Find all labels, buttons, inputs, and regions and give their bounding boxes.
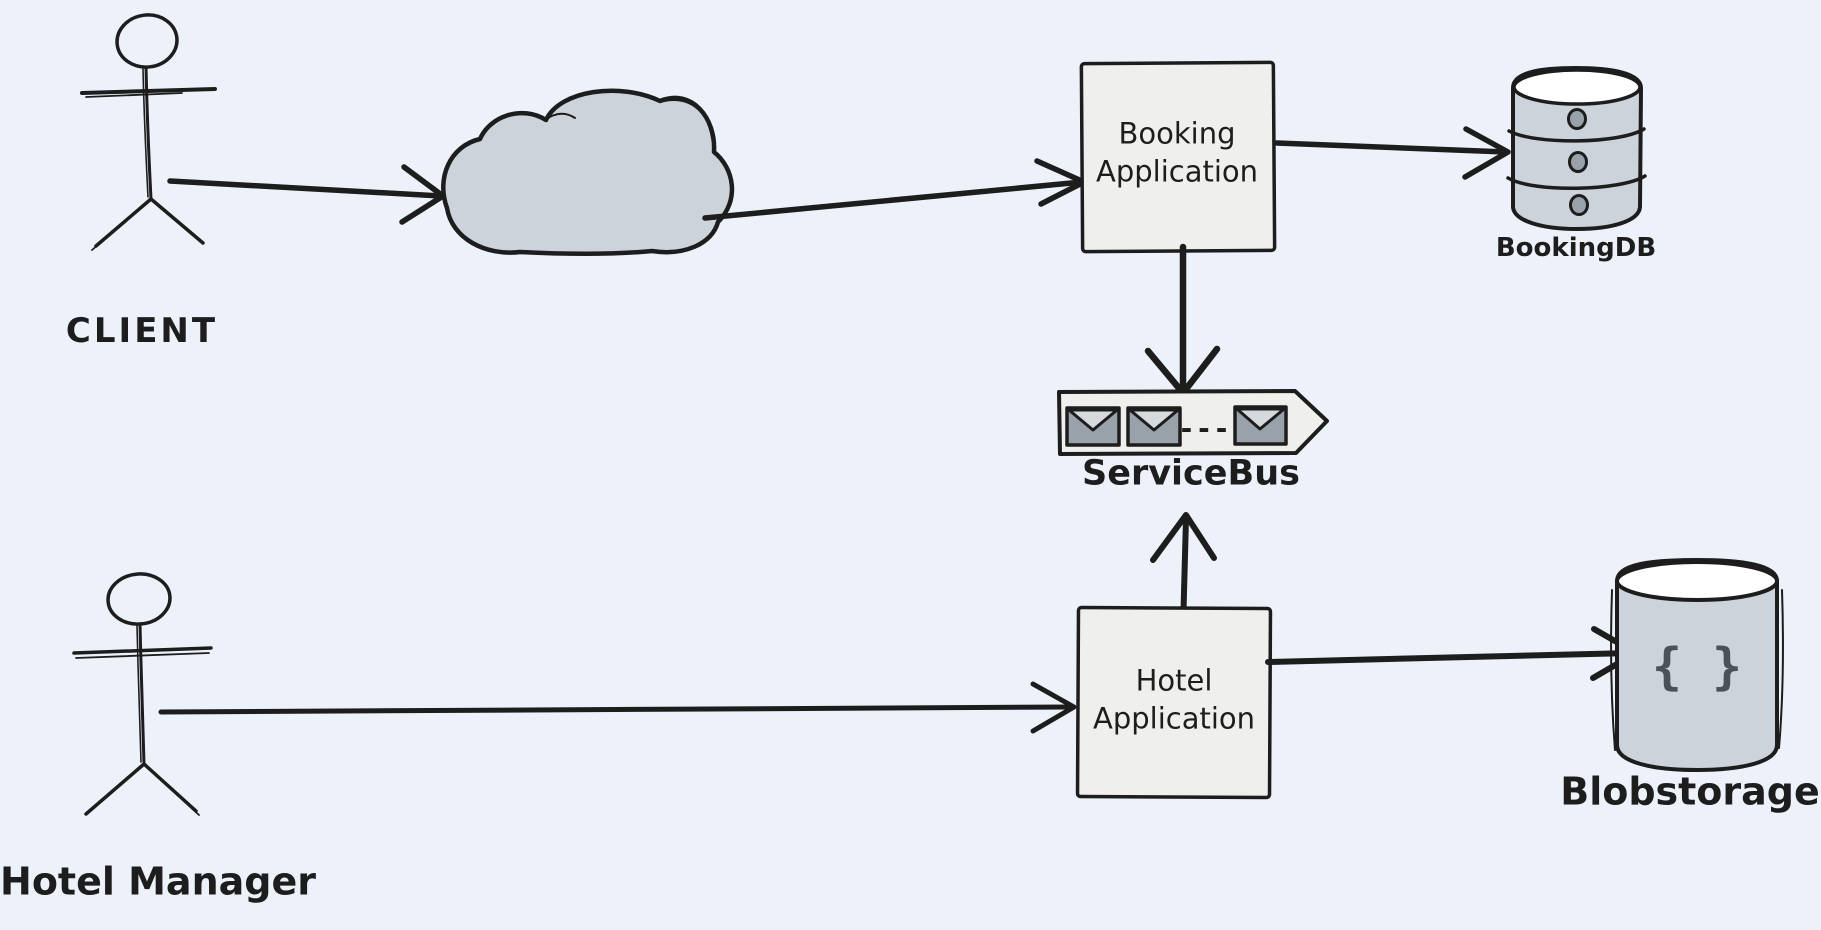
booking-application-label: Booking Application	[1095, 116, 1259, 188]
left-leg	[84, 762, 146, 816]
hotel-manager-figure-icon	[72, 572, 213, 816]
body	[144, 65, 153, 201]
body	[138, 622, 146, 766]
json-braces-glyph: { }	[1651, 637, 1743, 696]
bookingdb-cylinder-icon	[1506, 66, 1647, 231]
arrow-manager-to-hotel	[158, 681, 1077, 734]
arrow-cloud-to-booking	[702, 158, 1087, 221]
disk-separator	[1507, 127, 1646, 143]
arms	[72, 646, 213, 655]
arms	[80, 87, 217, 95]
disk-dot	[1568, 151, 1588, 173]
cylinder-sketch-line	[1610, 589, 1616, 751]
hotel-manager-label: Hotel Manager	[0, 859, 316, 904]
blobstorage-cylinder-icon	[1610, 558, 1784, 772]
cylinder-top	[1512, 68, 1642, 106]
cloud-icon	[441, 88, 735, 256]
servicebus-label: ServiceBus	[1082, 453, 1300, 494]
right-leg-sketch-line	[147, 767, 200, 816]
hotel-application-node	[1075, 605, 1273, 800]
arrow-hotel-to-blobstorage	[1265, 626, 1639, 681]
hotel-application-label: Hotel Application	[1092, 663, 1256, 735]
envelope-icon	[1126, 406, 1182, 447]
left-leg-sketch-line	[91, 202, 148, 251]
arrow-booking-to-servicebus	[1144, 243, 1221, 397]
head	[115, 13, 179, 69]
blobstorage-label: Blobstorage	[1560, 769, 1820, 814]
body-sketch-line	[136, 625, 142, 763]
bookingdb-label: BookingDB	[1495, 233, 1657, 264]
cloud-sketch-line	[544, 112, 576, 121]
arrow-client-to-cloud	[167, 164, 446, 225]
head	[106, 572, 172, 626]
body-sketch-line	[142, 68, 149, 198]
envelope-icon	[1233, 405, 1288, 446]
booking-application-node	[1079, 60, 1277, 254]
cloud-sketch-line2	[659, 99, 713, 139]
cylinder-top	[1615, 560, 1779, 602]
disk-separator	[1506, 174, 1647, 191]
arms-sketch-line	[85, 92, 183, 98]
envelope-icon	[1065, 406, 1121, 447]
servicebus-icon	[1057, 389, 1329, 456]
disk-dot	[1567, 108, 1587, 130]
cylinder-sketch-line	[1778, 589, 1784, 749]
client-figure-icon	[80, 13, 217, 251]
arms-sketch-line	[75, 652, 210, 659]
servicebus-ellipsis: ---	[1180, 411, 1234, 445]
right-leg	[149, 197, 205, 245]
arrow-booking-to-bookingdb	[1274, 126, 1511, 180]
disk-dot	[1569, 194, 1589, 216]
client-label: CLIENT	[65, 310, 219, 351]
